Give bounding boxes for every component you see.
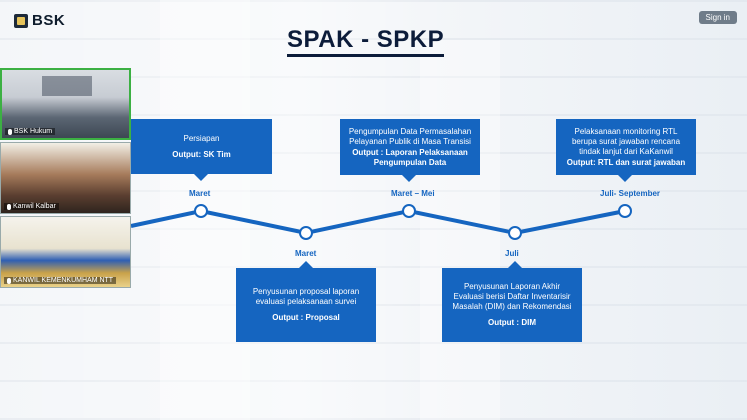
step-text: Penyusunan Laporan Akhir Evaluasi berisi… [452, 282, 572, 311]
step-box-persiapan: Persiapan Output: SK Tim [131, 119, 272, 174]
box-pointer [194, 174, 208, 181]
participant-video-tile[interactable]: Kanwil Kalbar [0, 142, 131, 214]
step-output: Output : DIM [488, 318, 536, 327]
box-pointer [618, 175, 632, 182]
box-pointer [402, 175, 416, 182]
milestone-label: Maret [295, 249, 317, 258]
participant-label: KANWIL KEMENKUMHAM NTT [4, 277, 117, 284]
participant-name: BSK Hukum [14, 128, 53, 135]
step-text: Pelaksanaan monitoring RTL berupa surat … [571, 126, 681, 156]
timeline-node [299, 226, 313, 240]
timeline-node [402, 204, 416, 218]
step-box-pengumpulan-data: Pengumpulan Data Permasalahan Pelayanan … [340, 119, 480, 175]
step-text: Persiapan [183, 133, 220, 143]
microphone-icon [7, 203, 11, 210]
step-output: Output : Proposal [272, 313, 340, 322]
participant-name: KANWIL KEMENKUMHAM NTT [13, 277, 114, 284]
background-building [420, 40, 500, 420]
timeline-node [618, 204, 632, 218]
step-box-proposal: Penyusunan proposal laporan evaluasi pel… [236, 268, 376, 342]
participant-video-tile[interactable]: BSK Hukum [0, 68, 131, 140]
participant-label: Kanwil Kalbar [4, 203, 59, 210]
video-scene [42, 76, 92, 96]
step-output: Output: RTL dan surat jawaban [566, 157, 686, 167]
milestone-label: Maret – Mei [391, 189, 435, 198]
milestone-label: Maret [189, 189, 211, 198]
timeline-node [508, 226, 522, 240]
box-pointer [299, 261, 313, 268]
sign-in-button[interactable]: Sign in [698, 11, 737, 24]
participant-label: BSK Hukum [5, 128, 56, 135]
step-box-laporan-akhir: Penyusunan Laporan Akhir Evaluasi berisi… [442, 268, 582, 342]
emblem-icon [14, 13, 28, 28]
step-text: Pengumpulan Data Permasalahan Pelayanan … [348, 126, 472, 146]
timeline-node [194, 204, 208, 218]
microphone-icon [8, 128, 12, 135]
step-box-monitoring-rtl: Pelaksanaan monitoring RTL berupa surat … [556, 119, 696, 175]
app-logo: BSK [14, 12, 65, 29]
step-text: Penyusunan proposal laporan evaluasi pel… [252, 287, 360, 306]
step-output: Output: SK Tim [172, 149, 231, 159]
microphone-icon [7, 277, 11, 284]
milestone-label: Juli- September [600, 189, 661, 198]
participant-video-tile[interactable]: KANWIL KEMENKUMHAM NTT [0, 216, 131, 288]
participant-name: Kanwil Kalbar [13, 203, 56, 210]
milestone-label: Juli [505, 249, 519, 258]
logo-text: BSK [32, 12, 66, 29]
step-output: Output : Laporan Pelaksanaan Pengumpulan… [352, 147, 468, 167]
box-pointer [508, 261, 522, 268]
slide-title: SPAK - SPKP [287, 26, 445, 57]
